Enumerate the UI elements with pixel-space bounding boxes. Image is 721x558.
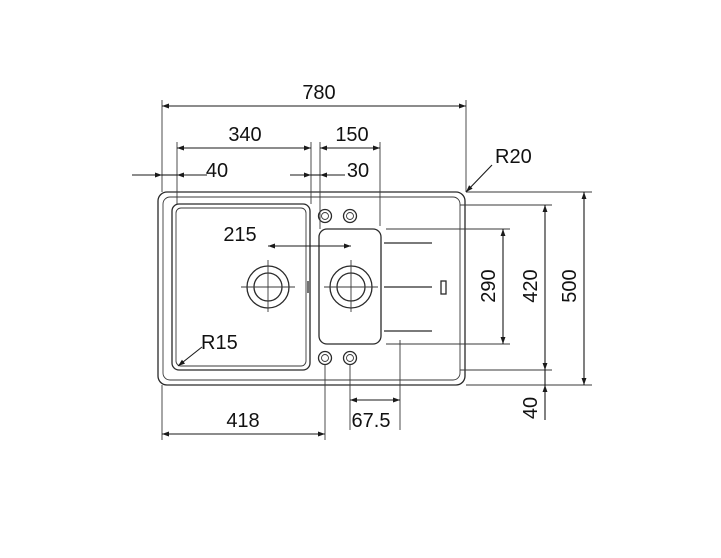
dim-bowl-width: 340: [228, 124, 261, 146]
small-bowl-outline: [318, 228, 382, 345]
dim-bowl-height: 420: [520, 269, 542, 302]
dim-left-offset: 40: [206, 160, 228, 182]
sink-body: [157, 191, 466, 386]
dimension-labels: 780 340 150 40 30 R20 215 R15 418 67.5 2…: [201, 82, 581, 432]
drainer-slot: [440, 280, 447, 295]
tap-hole-icon: [317, 350, 333, 366]
dimension-lines: [132, 103, 587, 437]
main-bowl: [171, 203, 311, 371]
tap-hole-icon: [317, 208, 333, 224]
dim-total-width: 780: [302, 82, 335, 104]
sink-inner-rim: [162, 196, 461, 381]
dim-total-depth: 500: [559, 269, 581, 302]
dim-outer-radius: R20: [495, 146, 532, 168]
dim-main-drain-offset: 215: [223, 224, 256, 246]
dim-front-margin: 40: [520, 397, 542, 419]
tap-hole-icon: [342, 208, 358, 224]
drainer-ribs: [379, 210, 447, 332]
dim-bowl-radius: R15: [201, 332, 238, 354]
small-bowl: [318, 228, 382, 345]
extension-lines: [161, 100, 592, 440]
dim-bowl-gap: 30: [347, 160, 369, 182]
dim-drainer-width: 150: [335, 124, 368, 146]
dim-main-bowl-center: 418: [226, 410, 259, 432]
dim-small-bowl-height: 290: [478, 269, 500, 302]
tap-holes: [317, 208, 358, 366]
main-bowl-inner: [175, 207, 307, 367]
dim-small-bowl-center: 67.5: [352, 410, 391, 432]
sink-outer-outline: [157, 191, 466, 386]
main-bowl-outline: [171, 203, 311, 371]
tap-hole-icon: [342, 350, 358, 366]
